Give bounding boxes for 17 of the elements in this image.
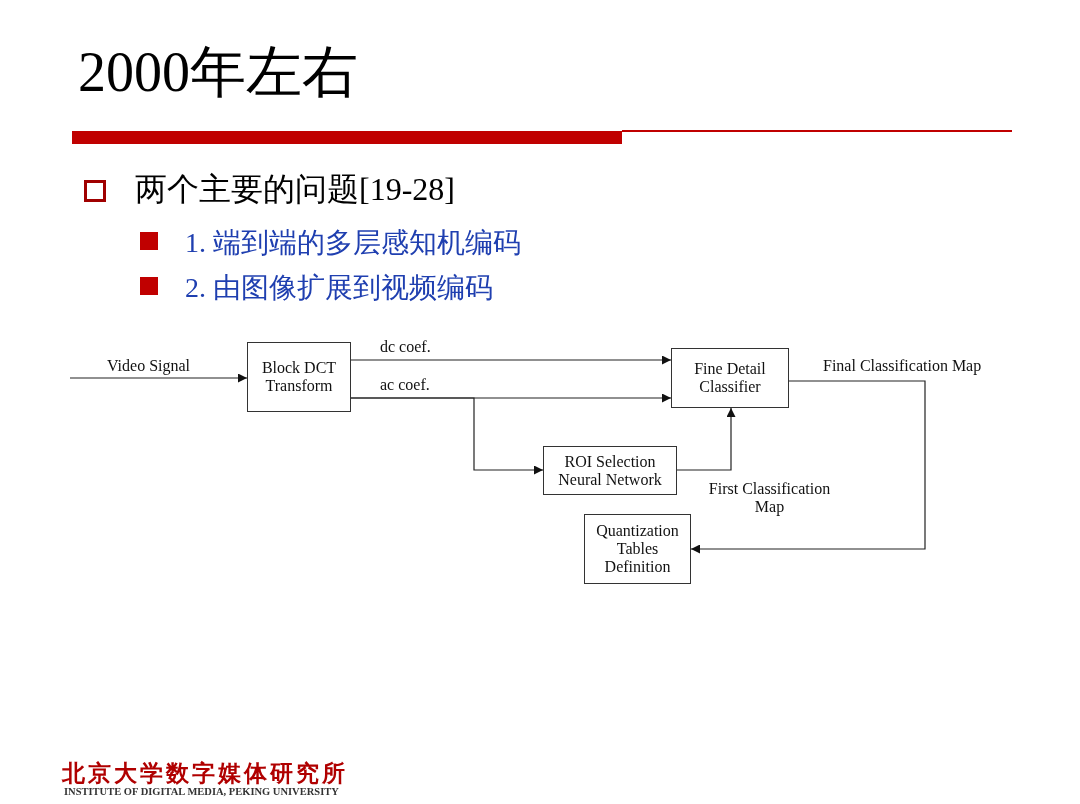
bullet-heading: 两个主要的问题[19-28] <box>135 170 455 209</box>
bullet-item: 2. 由图像扩展到视频编码 <box>185 271 493 305</box>
institute-name: 北京大学数字媒体研究所 <box>62 760 348 788</box>
edge-label: Video Signal <box>107 357 191 375</box>
arrow <box>690 380 926 554</box>
arrow <box>69 373 248 383</box>
slide-title: 2000年左右 <box>78 40 358 104</box>
process-box: Quantization Tables Definition <box>584 514 691 584</box>
process-box: Fine Detail Classifier <box>671 348 789 408</box>
process-box: Block DCT Transform <box>247 342 351 412</box>
arrow <box>676 407 736 471</box>
process-box: ROI Selection Neural Network <box>543 446 677 495</box>
edge-label: Final Classification Map <box>823 357 982 375</box>
arrow <box>350 397 544 475</box>
institute-name-english: INSTITUTE OF DIGITAL MEDIA, PEKING UNIVERSITY <box>64 786 339 797</box>
arrow <box>350 355 672 365</box>
bullet-item: 1. 端到端的多层感知机编码 <box>185 226 521 260</box>
